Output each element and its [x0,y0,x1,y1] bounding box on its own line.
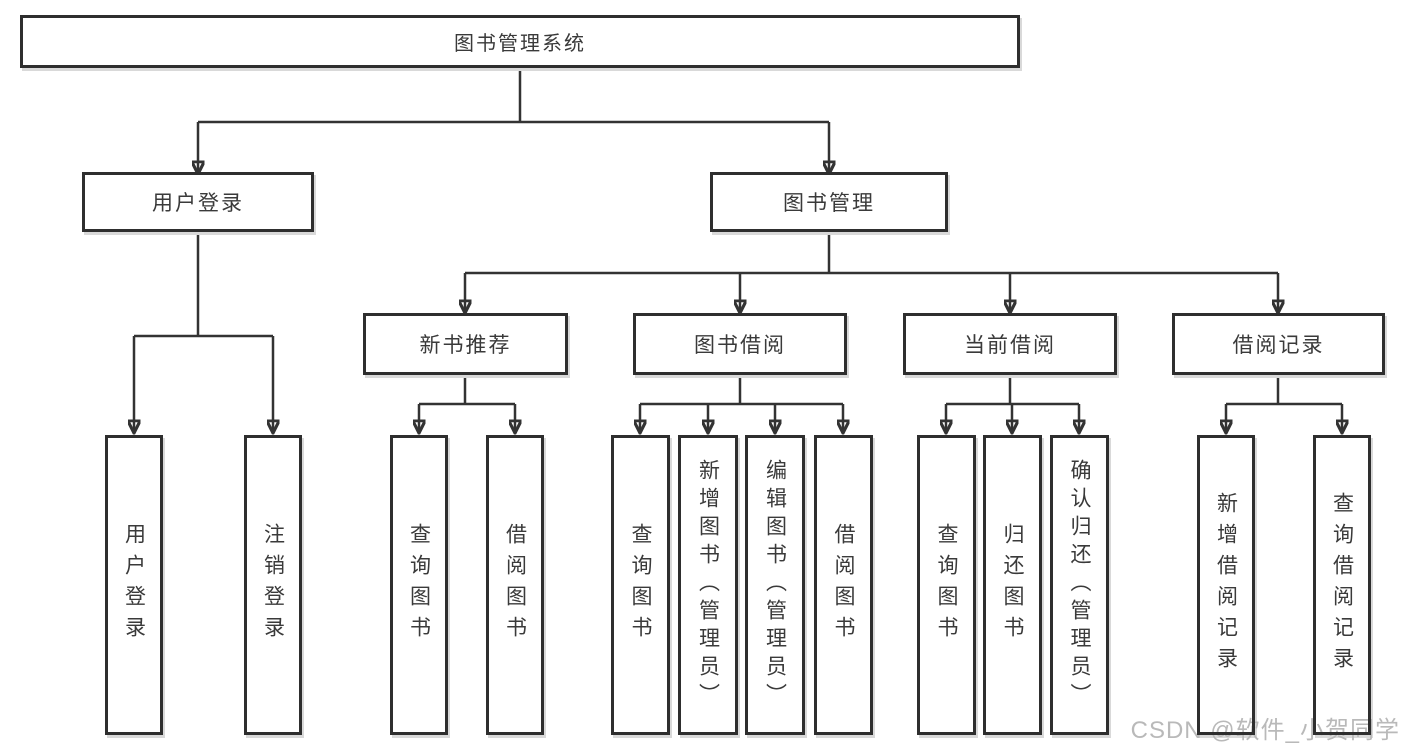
node-label: 借阅记录 [1232,334,1325,357]
node-root: 图书管理系统 [20,15,1020,68]
node-label: 用户登录 [152,192,244,215]
node-new-book-recommend: 新书推荐 [363,313,568,375]
leaf-add-borrow-record: 新增借阅记录 [1197,435,1255,735]
node-borrow-records: 借阅记录 [1172,313,1385,375]
node-label: 用户登录 [122,523,146,647]
node-label: 新增图书（管理员） [696,459,720,711]
node-label: 确认归还（管理员） [1068,459,1091,711]
node-label: 当前借阅 [964,334,1056,357]
leaf-return-books: 归还图书 [983,435,1042,735]
node-label: 借阅图书 [832,523,855,647]
leaf-query-books-1: 查询图书 [390,435,448,735]
node-label: 图书管理 [783,192,875,215]
leaf-logout: 注销登录 [244,435,302,735]
node-label: 编辑图书（管理员） [763,459,787,711]
node-label: 图书管理系统 [454,33,586,55]
node-label: 借阅图书 [503,523,527,647]
connector-user-login-children [134,232,273,430]
connector-new-book-recommend-children [419,375,515,430]
leaf-add-book-admin: 新增图书（管理员） [678,435,738,735]
connector-borrow-records-children [1226,375,1342,430]
node-label: 归还图书 [1001,523,1024,647]
connector-current-borrow-children [946,375,1079,430]
leaf-query-books-2: 查询图书 [611,435,670,735]
node-label: 查询图书 [407,523,431,647]
csdn-watermark: CSDN @软件_小贺同学 [1130,717,1400,744]
node-label: 注销登录 [261,523,285,647]
node-user-login: 用户登录 [82,172,314,232]
node-label: 图书借阅 [694,334,786,357]
node-label: 新书推荐 [419,334,512,357]
connector-book-borrow-children [640,375,843,430]
leaf-query-books-3: 查询图书 [917,435,976,735]
node-label: 查询借阅记录 [1330,492,1354,678]
node-label: 查询图书 [935,523,958,647]
node-book-borrow: 图书借阅 [633,313,847,375]
leaf-edit-book-admin: 编辑图书（管理员） [745,435,805,735]
leaf-user-login: 用户登录 [105,435,163,735]
node-label: 新增借阅记录 [1214,492,1238,678]
connector-book-management-children [465,232,1278,310]
leaf-borrow-books-1: 借阅图书 [486,435,544,735]
leaf-query-borrow-record: 查询借阅记录 [1313,435,1371,735]
leaf-borrow-books-2: 借阅图书 [814,435,873,735]
node-label: 查询图书 [629,523,652,647]
node-book-management: 图书管理 [710,172,948,232]
connector-root-to-level1 [198,68,829,171]
leaf-confirm-return-admin: 确认归还（管理员） [1050,435,1109,735]
node-current-borrow: 当前借阅 [903,313,1117,375]
